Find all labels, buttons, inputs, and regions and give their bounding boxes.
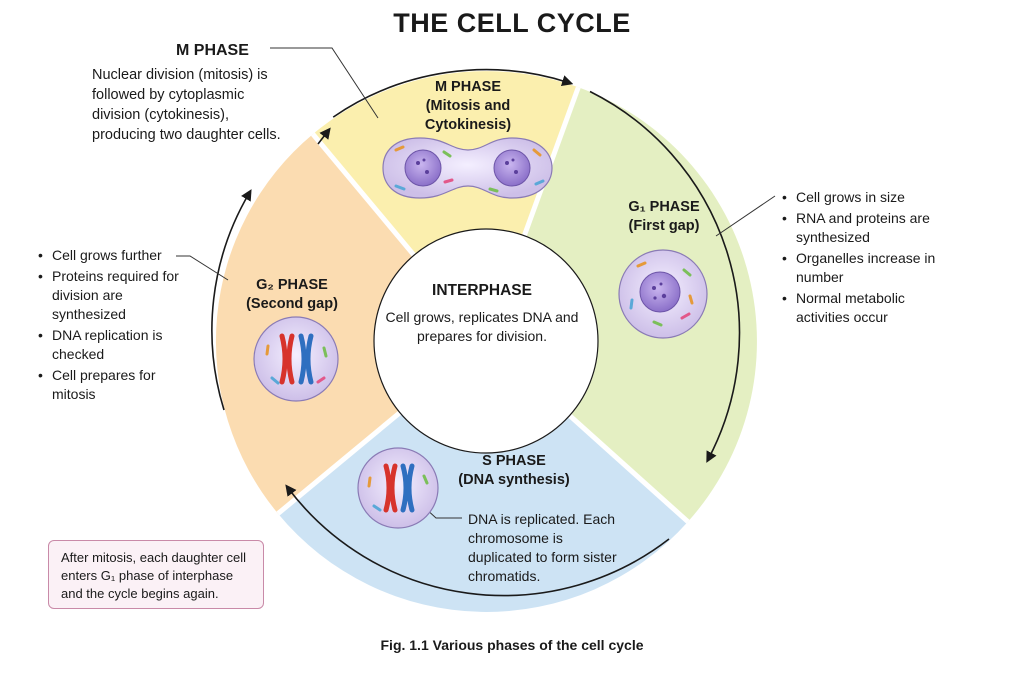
g1-note-item: Normal metabolic activities occur — [780, 289, 960, 327]
interphase-title: INTERPHASE — [432, 282, 532, 299]
g2-note-item: DNA replication is checked — [36, 326, 186, 364]
g2-phase-subtitle: (Second gap) — [246, 296, 338, 312]
g2-note-item: Cell prepares for mitosis — [36, 366, 186, 404]
g1-phase-title: G₁ PHASE — [628, 199, 700, 215]
g1-notes: Cell grows in size RNA and proteins are … — [780, 188, 960, 329]
m-phase-callout-heading: M PHASE — [176, 42, 249, 59]
interphase-description: Cell grows, replicates DNA and prepares … — [385, 309, 579, 344]
m-phase-label: M PHASE (Mitosis and Cytokinesis) — [388, 78, 548, 135]
g2-phase-label: G₂ PHASE (Second gap) — [232, 276, 352, 314]
s-cell-illustration — [357, 447, 439, 529]
interphase-label: INTERPHASE Cell grows, replicates DNA an… — [372, 282, 592, 346]
m-phase-subtitle: (Mitosis and Cytokinesis) — [424, 98, 512, 133]
m-phase-callout-description: Nuclear division (mitosis) is followed b… — [92, 67, 281, 143]
s-phase-note: DNA is replicated. Each chromosome is du… — [468, 511, 617, 584]
arrow-g1-to-s — [589, 90, 741, 463]
arrow-g2-to-m — [211, 189, 252, 411]
g1-note-item: Organelles increase in number — [780, 249, 960, 287]
g2-note-item: Proteins required for division are synth… — [36, 267, 186, 324]
cycle-arrows — [211, 68, 741, 597]
g1-note-item: RNA and proteins are synthesized — [780, 209, 960, 247]
m-phase-title: M PHASE — [434, 79, 502, 95]
g1-phase-label: G₁ PHASE (First gap) — [604, 198, 724, 236]
arrow-m-to-g1 — [332, 68, 574, 118]
dividing-cell-illustration — [382, 137, 553, 199]
s-phase-subtitle: (DNA synthesis) — [458, 472, 570, 488]
g2-phase-title: G₂ PHASE — [256, 277, 328, 293]
interphase-circle — [373, 228, 599, 454]
g1-note-item: Cell grows in size — [780, 188, 960, 207]
g2-note-item: Cell grows further — [36, 246, 186, 265]
reentry-note: After mitosis, each daughter cell enters… — [48, 540, 264, 609]
arrow-into-m — [317, 127, 331, 145]
figure-caption: Fig. 1.1 Various phases of the cell cycl… — [380, 637, 644, 653]
g1-phase-subtitle: (First gap) — [628, 218, 700, 234]
g2-notes: Cell grows further Proteins required for… — [36, 246, 186, 406]
arrow-s-to-g2 — [285, 484, 670, 597]
g1-cell-illustration — [618, 249, 708, 339]
s-phase-label: S PHASE (DNA synthesis) — [444, 452, 584, 490]
g2-cell-illustration — [253, 316, 339, 402]
s-phase-title: S PHASE — [482, 453, 546, 469]
diagram-title: THE CELL CYCLE — [393, 8, 631, 38]
